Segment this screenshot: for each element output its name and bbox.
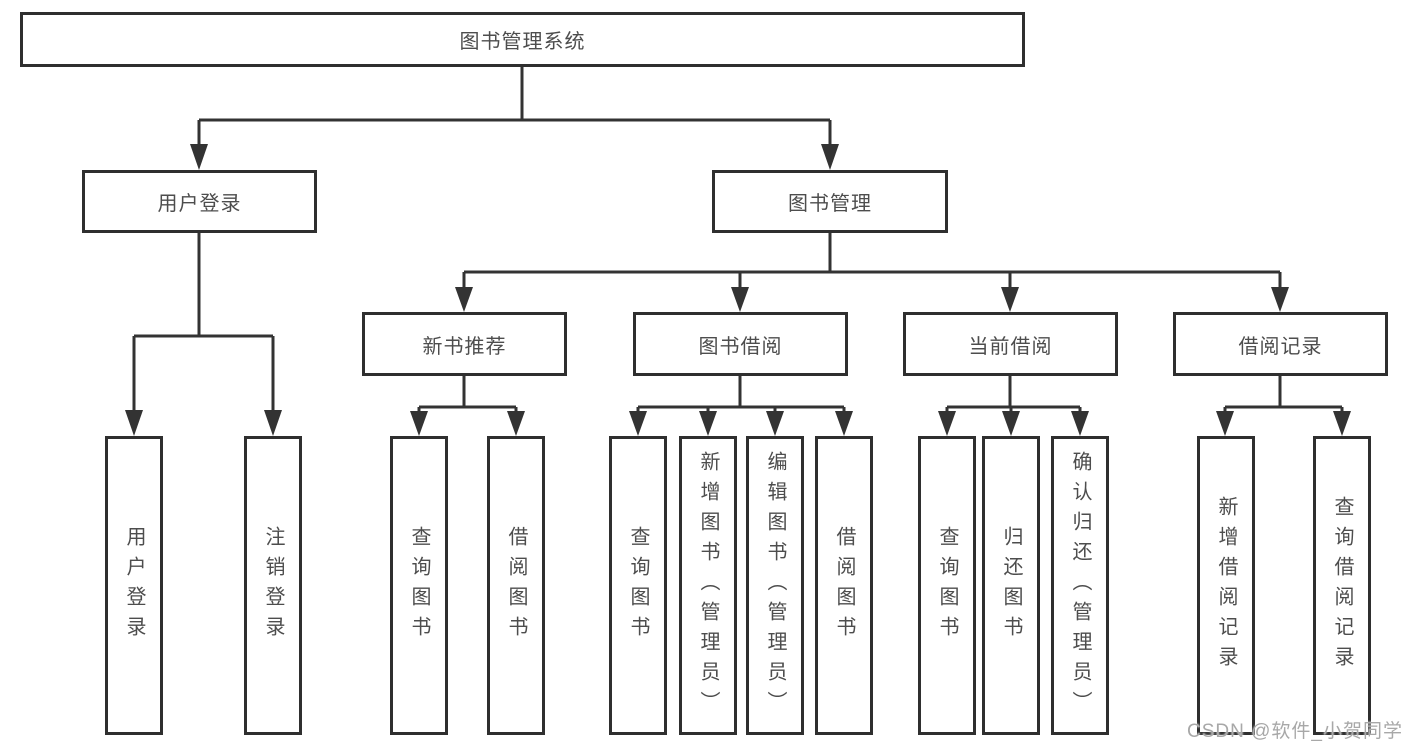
node-leaf-nb-query: 查询图书 (390, 436, 448, 735)
node-book-borrow: 图书借阅 (633, 312, 848, 376)
node-book-mgmt: 图书管理 (712, 170, 948, 233)
node-current-borrow-label: 当前借阅 (968, 335, 1053, 358)
connector-borrow-records-children (1216, 376, 1351, 436)
csdn-watermark: CSDN @软件_小贺同学 (1187, 721, 1403, 742)
node-leaf-bb-borrow-label: 借阅图书 (833, 525, 855, 646)
node-user-login-label: 用户登录 (157, 193, 242, 215)
node-leaf-br-query-label: 查询借阅记录 (1331, 495, 1353, 676)
connector-user-login-children (125, 233, 282, 436)
arrowhead-bb-query (629, 411, 647, 436)
arrowhead-bb-add (699, 411, 717, 436)
node-leaf-nb-query-label: 查询图书 (408, 525, 430, 646)
node-leaf-br-query: 查询借阅记录 (1313, 436, 1371, 735)
node-leaf-cb-confirm-label: 确认归还（管理员） (1069, 450, 1091, 721)
node-new-book-rec: 新书推荐 (362, 312, 567, 376)
arrowhead-to-user-login (190, 144, 208, 170)
connector-book-mgmt-to-level3 (455, 233, 1289, 312)
node-leaf-nb-borrow: 借阅图书 (487, 436, 545, 735)
arrowhead-cb-confirm (1071, 411, 1089, 436)
node-leaf-cb-return: 归还图书 (982, 436, 1040, 735)
arrowhead-to-logout (264, 410, 282, 436)
node-leaf-br-add-label: 新增借阅记录 (1215, 495, 1237, 676)
node-borrow-records: 借阅记录 (1173, 312, 1388, 376)
node-borrow-records-label: 借阅记录 (1238, 335, 1323, 358)
node-leaf-user-login: 用户登录 (105, 436, 163, 735)
node-user-login: 用户登录 (82, 170, 317, 233)
arrowhead-to-book-borrow (731, 287, 749, 312)
node-leaf-user-login-label: 用户登录 (123, 525, 145, 646)
connector-current-borrow-children (938, 376, 1089, 436)
node-book-borrow-label: 图书借阅 (698, 335, 783, 358)
connector-new-book-rec-children (410, 376, 525, 436)
node-leaf-br-add: 新增借阅记录 (1197, 436, 1255, 735)
arrowhead-to-book-mgmt (821, 144, 839, 170)
node-leaf-bb-query: 查询图书 (609, 436, 667, 735)
node-leaf-bb-edit-label: 编辑图书（管理员） (764, 450, 786, 721)
node-leaf-cb-confirm: 确认归还（管理员） (1051, 436, 1109, 735)
node-root-label: 图书管理系统 (459, 31, 586, 53)
node-new-book-rec-label: 新书推荐 (422, 335, 507, 358)
arrowhead-br-query (1333, 411, 1351, 436)
arrowhead-to-borrow-records (1271, 287, 1289, 312)
node-leaf-bb-query-label: 查询图书 (627, 525, 649, 646)
arrowhead-nb-borrow (507, 411, 525, 436)
arrowhead-cb-query (938, 411, 956, 436)
connector-root-to-level2 (190, 67, 839, 170)
node-root: 图书管理系统 (20, 12, 1025, 67)
arrowhead-br-add (1216, 411, 1234, 436)
arrowhead-to-login (125, 410, 143, 436)
node-leaf-bb-edit: 编辑图书（管理员） (746, 436, 804, 735)
node-book-mgmt-label: 图书管理 (788, 193, 872, 215)
node-leaf-bb-add: 新增图书（管理员） (679, 436, 737, 735)
node-leaf-logout-label: 注销登录 (262, 525, 284, 646)
arrowhead-to-current-borrow (1001, 287, 1019, 312)
arrowhead-nb-query (410, 411, 428, 436)
node-leaf-cb-return-label: 归还图书 (1000, 525, 1022, 646)
arrowhead-bb-borrow (835, 411, 853, 436)
node-leaf-bb-add-label: 新增图书（管理员） (697, 450, 719, 721)
connector-book-borrow-children (629, 376, 853, 436)
node-current-borrow: 当前借阅 (903, 312, 1118, 376)
arrowhead-bb-edit (766, 411, 784, 436)
arrowhead-to-new-book-rec (455, 287, 473, 312)
node-leaf-cb-query: 查询图书 (918, 436, 976, 735)
node-leaf-bb-borrow: 借阅图书 (815, 436, 873, 735)
node-leaf-logout: 注销登录 (244, 436, 302, 735)
node-leaf-cb-query-label: 查询图书 (936, 525, 958, 646)
arrowhead-cb-return (1002, 411, 1020, 436)
node-leaf-nb-borrow-label: 借阅图书 (505, 525, 527, 646)
